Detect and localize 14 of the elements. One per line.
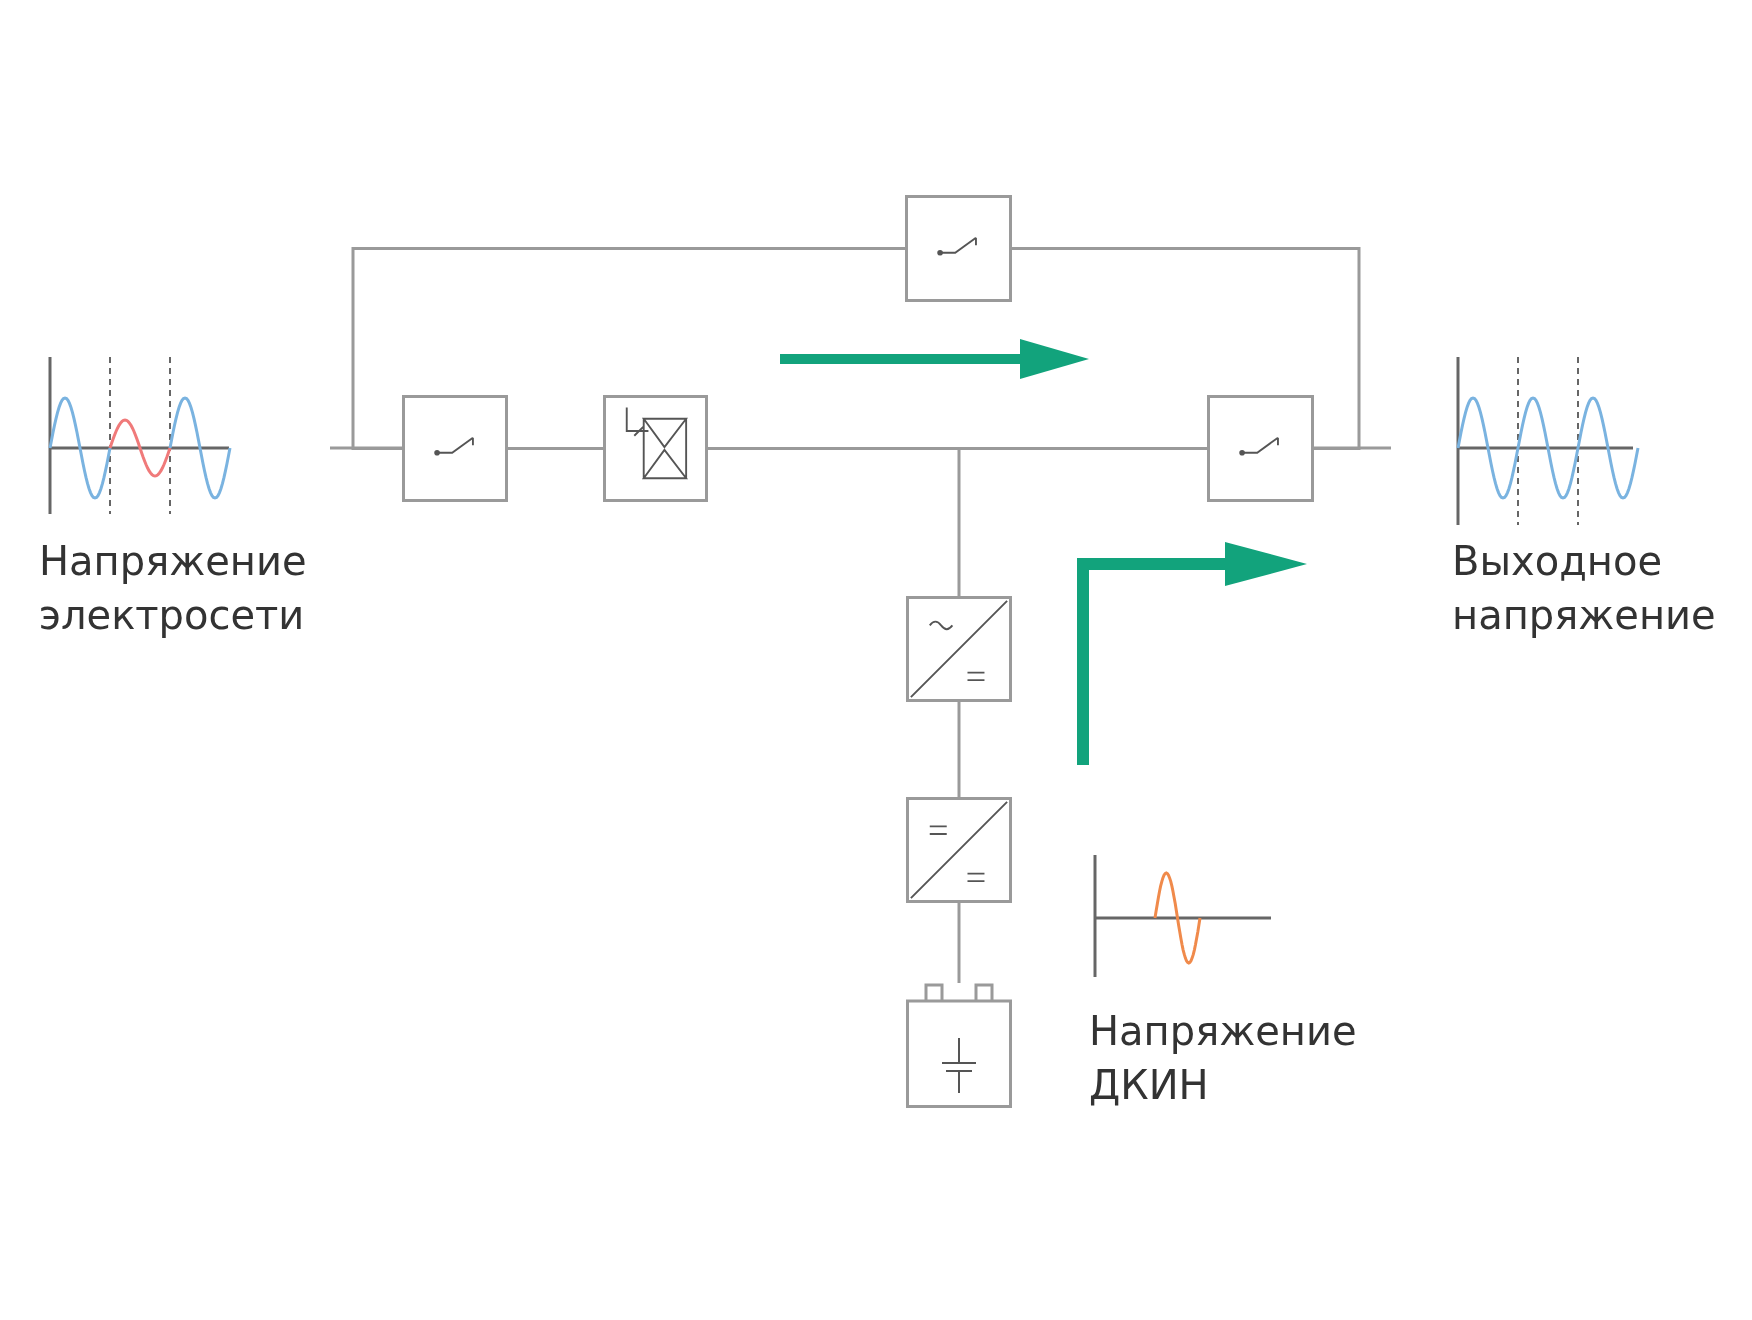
- wire-line: [1012, 247, 1361, 450]
- voltage-label: Выходное напряжение: [1452, 537, 1717, 640]
- battery-box: [906, 983, 1012, 1108]
- wire-line: [957, 702, 961, 797]
- component-box: [603, 395, 708, 502]
- voltage-label: Напряжение ДКИН: [1089, 1007, 1358, 1110]
- wire-line: [957, 903, 961, 983]
- wire-line: [351, 247, 905, 450]
- component-box: [402, 395, 508, 502]
- wire-line: [708, 447, 961, 596]
- voltage-label: Напряжение электросети: [39, 537, 308, 640]
- component-box: [1207, 395, 1314, 502]
- component-box: [905, 195, 1012, 302]
- wire-line: [508, 447, 603, 450]
